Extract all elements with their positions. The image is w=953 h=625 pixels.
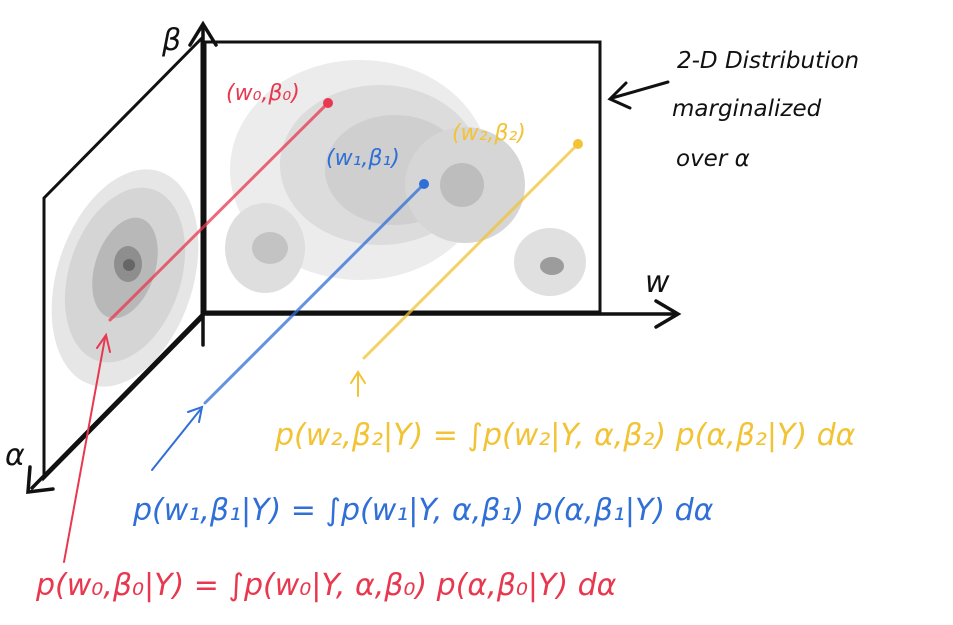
projection-line-1 [203,182,426,405]
alpha-axis [30,312,205,490]
point-0-label: (w₀,β₀) [226,81,300,106]
projection-line-0 [108,101,330,322]
annotation-line-1: 2-D Distribution [677,48,859,74]
annotation-arrow-shaft [610,80,670,100]
pointer-line-0 [63,337,106,563]
axes [26,20,682,494]
annotation-arrowhead [607,81,632,110]
density-blob-right-core [440,163,484,207]
equation-pointers [63,332,366,563]
point-0-marker [323,98,333,108]
annotation-line-2: marginalized [672,96,822,122]
alpha-axis-label: α [5,438,25,473]
point-1-label: (w₁,β₁) [326,146,400,171]
pointer-head-2 [350,370,366,384]
w-axis-label: w [645,265,670,300]
alpha-beta-plane [42,34,204,482]
pointer-head-0 [96,332,111,353]
w-beta-plane [203,40,602,314]
density-blob-small-left-core [252,232,288,264]
point-2-label: (w₂,β₂) [452,121,526,146]
alpha-axis-arrowhead [26,465,55,494]
annotation-line-3: over α [676,146,750,172]
pointer-head-1 [187,405,204,423]
pointer-line-1 [151,409,201,471]
beta-axis-label: β [161,23,181,58]
equation-2: p(w₂,β₂|Y) = ∫p(w₂|Y, α,β₂) p(α,β₂|Y) dα [274,418,856,453]
w-axis-arrowhead [654,299,682,329]
density-center [123,259,135,271]
point-1-marker [419,179,429,189]
beta-axis-arrowhead [188,20,218,47]
equation-1: p(w₁,β₁|Y) = ∫p(w₁|Y, α,β₁) p(α,β₁|Y) dα [132,493,714,528]
projection-line-2 [362,142,580,360]
annotation: 2-D Distribution marginalized over α [607,48,859,172]
point-2-marker [573,139,583,149]
density-blob-small-right-core [540,257,564,275]
equation-0: p(w₀,β₀|Y) = ∫p(w₀|Y, α,β₀) p(α,β₀|Y) dα [35,568,617,603]
projection-lines [108,101,580,405]
